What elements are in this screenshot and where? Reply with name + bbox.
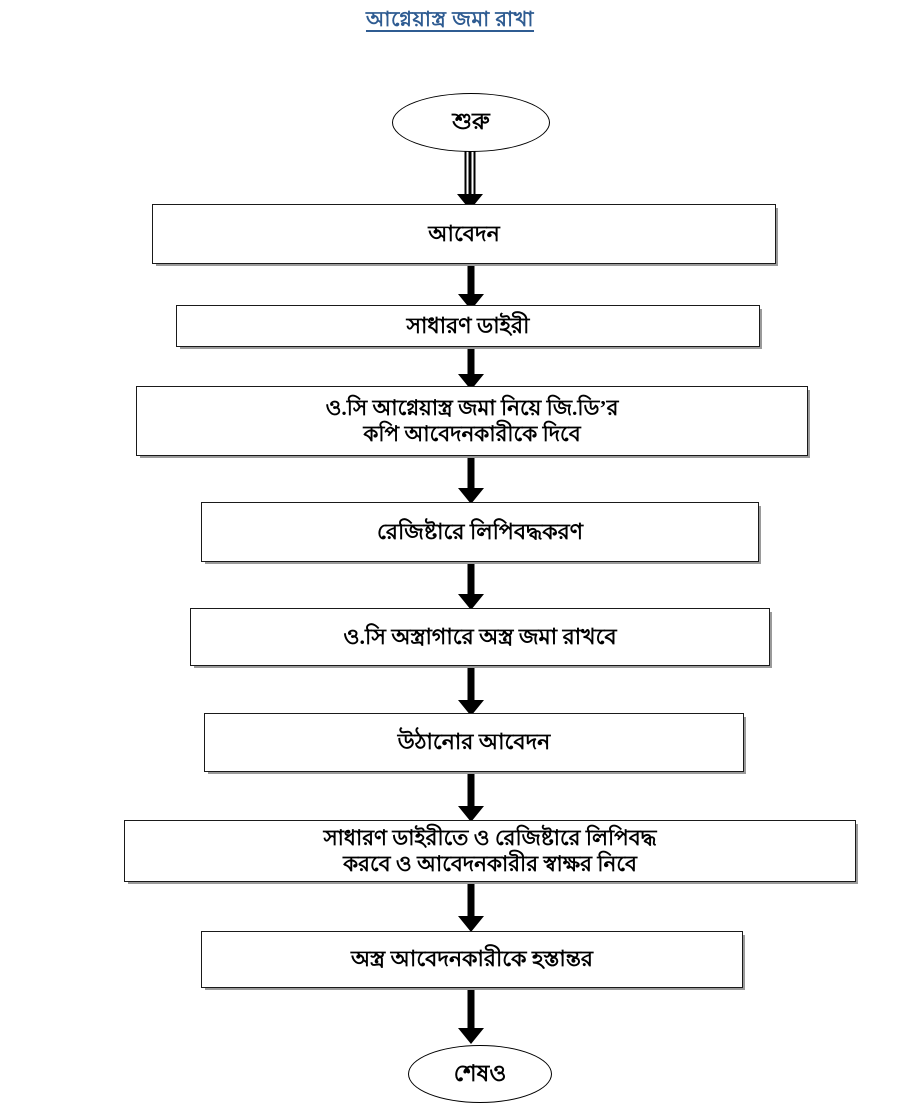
flow-node-start[interactable]: শুরু (392, 93, 550, 152)
connector-stem (467, 664, 475, 701)
flow-node-step6-label: উঠানোর আবেদন (397, 729, 551, 755)
connector-stem (467, 986, 475, 1029)
flow-node-step7-label-line1: সাধারণ ডাইরীতে ও রেজিষ্টারে লিপিবদ্ধ (323, 825, 657, 850)
flow-node-step3[interactable]: ও.সি আগ্নেয়াস্ত্র জমা নিয়ে জি.ডি’র কপি… (136, 386, 808, 456)
arrowhead-icon (458, 700, 484, 716)
connector-step2-to-step3 (458, 345, 484, 390)
flow-node-start-label: শুরু (452, 109, 490, 134)
connector-step5-to-step6 (458, 664, 484, 716)
flow-node-step4-label: রেজিষ্টারে লিপিবদ্ধকরণ (376, 518, 584, 544)
flow-node-step1[interactable]: আবেদন (152, 204, 776, 264)
arrowhead-icon (458, 488, 484, 504)
connector-step1-to-step2 (458, 262, 484, 310)
connector-step4-to-step5 (458, 560, 484, 610)
flow-node-step2[interactable]: সাধারণ ডাইরী (176, 305, 760, 347)
flow-node-end[interactable]: শেষও (408, 1045, 552, 1103)
connector-step7-to-step8 (458, 880, 484, 932)
connector-step6-to-step7 (458, 770, 484, 822)
connector-stem (464, 147, 476, 194)
flow-node-step3-label-line2: কপি আবেদনকারীকে দিবে (363, 422, 581, 446)
flow-node-step5-label: ও.সি অস্ত্রাগারে অস্ত্র জমা রাখবে (343, 623, 617, 649)
connector-stem (467, 262, 475, 295)
arrowhead-icon (458, 1028, 484, 1044)
flow-node-step7[interactable]: সাধারণ ডাইরীতে ও রেজিষ্টারে লিপিবদ্ধ করব… (124, 820, 856, 882)
connector-stem (467, 770, 475, 807)
flow-node-step8[interactable]: অস্ত্র আবেদনকারীকে হস্তান্তর (201, 931, 743, 988)
flow-node-step3-label-line1: ও.সি আগ্নেয়াস্ত্র জমা নিয়ে জি.ডি’র (325, 395, 619, 420)
connector-stem (467, 880, 475, 917)
arrowhead-icon (458, 594, 484, 610)
connector-stem (467, 454, 475, 489)
flow-node-step8-label: অস্ত্র আবেদনকারীকে হস্তান্তর (350, 946, 594, 972)
flow-node-step7-label-line2: করবে ও আবেদনকারীর স্বাক্ষর নিবে (343, 852, 637, 876)
flow-node-step4[interactable]: রেজিষ্টারে লিপিবদ্ধকরণ (201, 502, 759, 562)
flow-node-step6[interactable]: উঠানোর আবেদন (204, 713, 744, 772)
flow-node-step1-label: আবেদন (428, 220, 500, 246)
flow-node-end-label: শেষও (453, 1060, 507, 1086)
flow-node-step5[interactable]: ও.সি অস্ত্রাগারে অস্ত্র জমা রাখবে (190, 608, 770, 666)
connector-start-to-step1 (455, 147, 485, 210)
connector-step8-to-end (458, 986, 484, 1044)
connector-step3-to-step4 (458, 454, 484, 504)
connector-stem (467, 560, 475, 595)
arrowhead-icon (458, 806, 484, 822)
flow-node-step2-label: সাধারণ ডাইরী (406, 312, 530, 338)
arrowhead-icon (458, 916, 484, 932)
page-title: আগ্নেয়াস্ত্র জমা রাখা (365, 7, 535, 31)
connector-stem (467, 345, 475, 375)
